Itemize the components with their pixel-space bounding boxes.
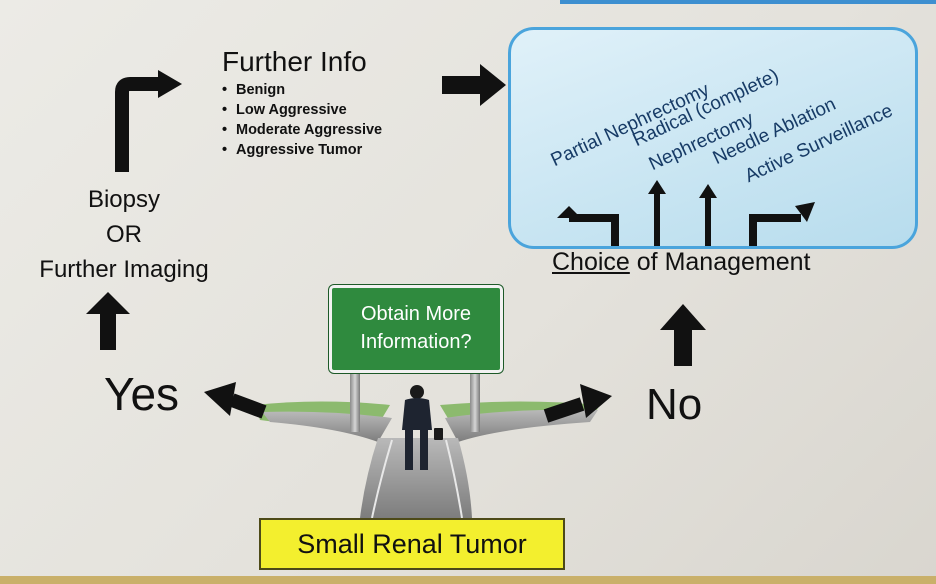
person-figure: [402, 385, 443, 470]
road-main: [360, 438, 472, 518]
further-imaging-text: Further Imaging: [39, 256, 209, 283]
sign-line-1: Obtain More: [360, 303, 472, 325]
or-text: OR: [106, 221, 142, 248]
biopsy-text: Biopsy: [87, 186, 161, 213]
further-info-list: Benign Low Aggressive Moderate Aggressiv…: [222, 80, 382, 160]
obtain-info-sign: Obtain More Information?: [329, 285, 503, 373]
biopsy-or-imaging-label: Biopsy OR Further Imaging: [14, 182, 234, 287]
list-item: Low Aggressive: [222, 100, 382, 120]
of-management-text: of Management: [629, 248, 811, 276]
yes-label: Yes: [104, 368, 180, 420]
further-info-title: Further Info: [222, 46, 367, 77]
bent-arrow-up-right: [115, 77, 160, 172]
management-options-box: Partial Nephrectomy Radical (complete) N…: [508, 27, 918, 249]
sign-line-2: Information?: [360, 331, 472, 353]
list-item: Benign: [222, 80, 382, 100]
road-edge-line: [371, 439, 463, 519]
choice-word: Choice: [552, 248, 630, 276]
top-edge-strip: [560, 0, 936, 4]
small-renal-tumor-label: Small Renal Tumor: [259, 518, 565, 570]
no-label: No: [646, 380, 703, 429]
sign-post-left: [350, 370, 360, 432]
choice-of-management-label: Choice of Management: [552, 248, 811, 277]
bottom-edge-strip: [0, 576, 936, 584]
list-item: Moderate Aggressive: [222, 120, 382, 140]
list-item: Aggressive Tumor: [222, 140, 382, 160]
road-left-branch: [262, 411, 392, 442]
option-arrows: [557, 180, 815, 246]
sign-post-right: [470, 370, 480, 432]
